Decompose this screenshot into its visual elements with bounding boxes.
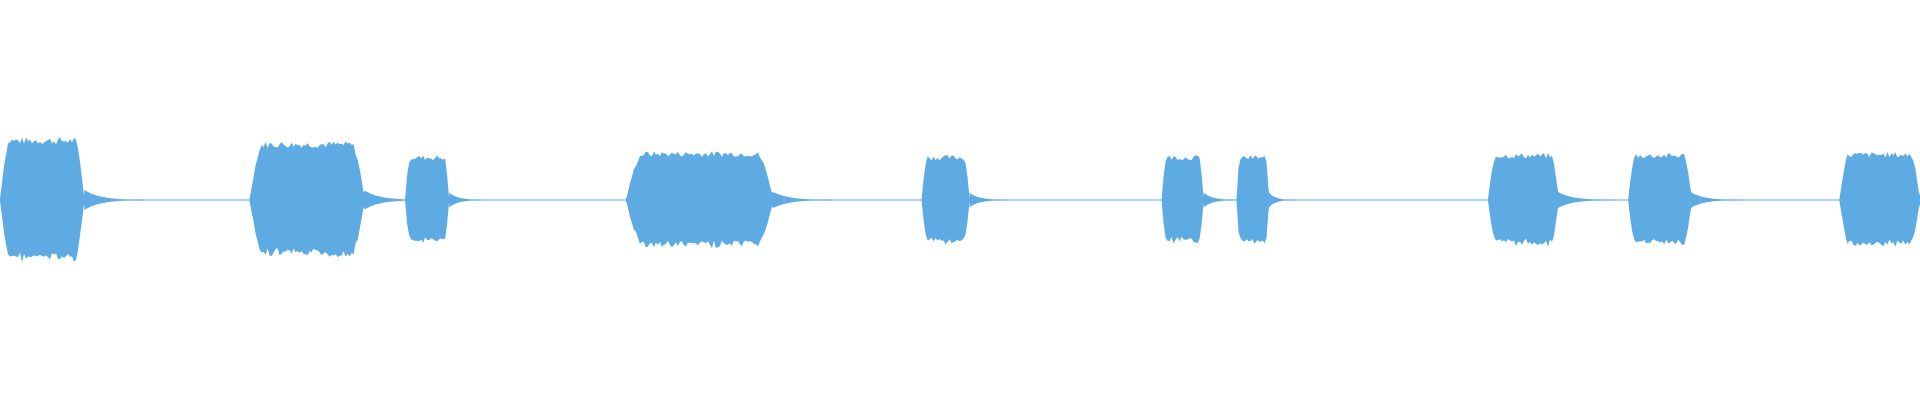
- waveform-burst-10: [1839, 152, 1920, 247]
- waveform-burst-3: [405, 155, 484, 243]
- waveform-burst-9: [1628, 153, 1742, 245]
- waveform-bursts: [0, 137, 1920, 263]
- waveform-burst-6: [1161, 155, 1236, 244]
- waveform-burst-7: [1236, 155, 1296, 244]
- waveform-burst-5: [921, 155, 1008, 245]
- waveform-burst-2: [249, 141, 425, 258]
- waveform-burst-8: [1488, 153, 1615, 247]
- waveform-burst-1: [0, 137, 145, 263]
- waveform-burst-4: [625, 151, 834, 249]
